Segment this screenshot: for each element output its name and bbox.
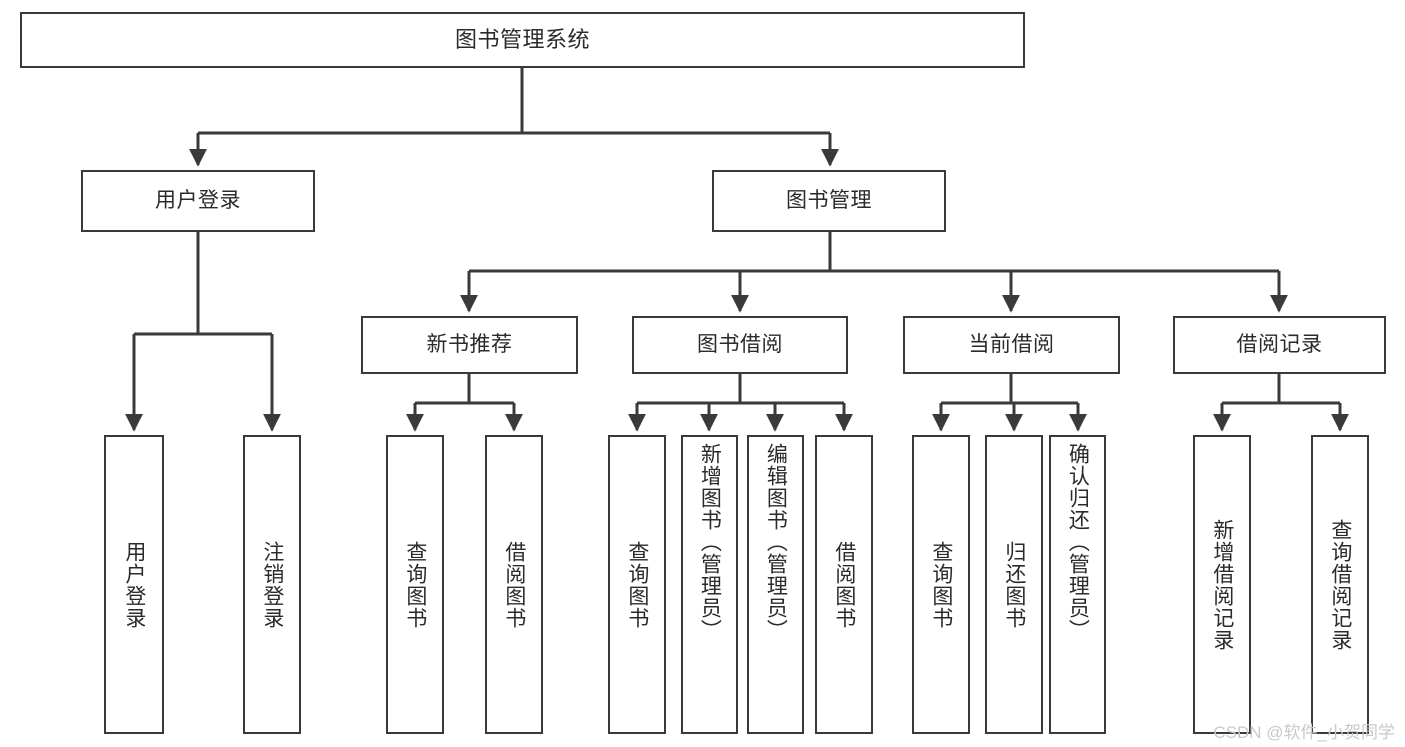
leaf-label: 查询借阅记录: [1328, 518, 1352, 651]
leaf-user-login[interactable]: 用户登录: [104, 435, 164, 734]
node-book-borrow[interactable]: 图书借阅: [632, 316, 848, 374]
leaf-query-book-recommend[interactable]: 查询图书: [386, 435, 444, 734]
leaf-label: 用户登录: [122, 540, 146, 629]
leaf-borrow-book[interactable]: 借阅图书: [815, 435, 873, 734]
node-borrow-record[interactable]: 借阅记录: [1173, 316, 1386, 374]
leaf-add-borrow-record[interactable]: 新增借阅记录: [1193, 435, 1251, 734]
node-current-borrow[interactable]: 当前借阅: [903, 316, 1120, 374]
leaf-borrow-book-recommend[interactable]: 借阅图书: [485, 435, 543, 734]
node-root[interactable]: 图书管理系统: [20, 12, 1025, 68]
leaf-logout-login[interactable]: 注销登录: [243, 435, 301, 734]
leaf-query-book-current[interactable]: 查询图书: [912, 435, 970, 734]
node-book-manage[interactable]: 图书管理: [712, 170, 946, 232]
leaf-label: 注销登录: [260, 540, 284, 629]
leaf-label: 借阅图书: [832, 540, 856, 629]
csdn-watermark: CSDN @软件_小贺同学: [1213, 723, 1395, 742]
leaf-label: 借阅图书: [502, 540, 526, 629]
leaf-query-book[interactable]: 查询图书: [608, 435, 666, 734]
leaf-edit-book-admin[interactable]: 编辑图书（管理员）: [747, 435, 804, 734]
leaf-label: 编辑图书（管理员）: [764, 443, 788, 641]
leaf-label: 归还图书: [1002, 540, 1026, 629]
leaf-label: 新增借阅记录: [1210, 518, 1234, 651]
leaf-label: 查询图书: [929, 540, 953, 629]
node-user-login[interactable]: 用户登录: [81, 170, 315, 232]
leaf-label: 新增图书（管理员）: [698, 443, 722, 641]
leaf-label: 查询图书: [403, 540, 427, 629]
node-new-book-recommend[interactable]: 新书推荐: [361, 316, 578, 374]
leaf-label: 确认归还（管理员）: [1066, 443, 1090, 641]
leaf-add-book-admin[interactable]: 新增图书（管理员）: [681, 435, 738, 734]
leaf-query-borrow-record[interactable]: 查询借阅记录: [1311, 435, 1369, 734]
leaf-label: 查询图书: [625, 540, 649, 629]
leaf-return-book[interactable]: 归还图书: [985, 435, 1043, 734]
leaf-confirm-return-admin[interactable]: 确认归还（管理员）: [1049, 435, 1106, 734]
